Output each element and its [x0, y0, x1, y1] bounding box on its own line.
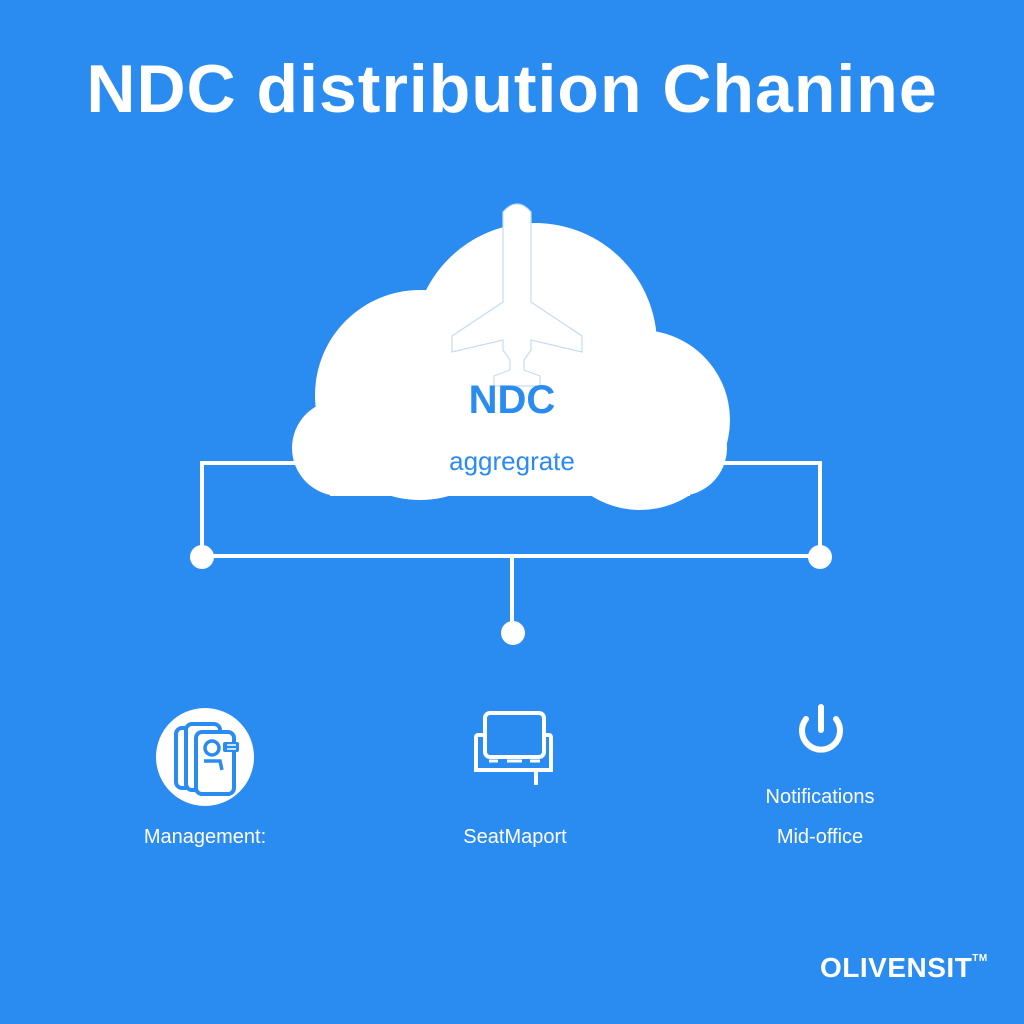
cloud-subheading: aggregrate	[449, 446, 575, 476]
page-title: NDC distribution Chanine	[86, 51, 938, 127]
node-label-seatmaport: SeatMaport	[463, 826, 567, 848]
node-label-management: Management:	[143, 826, 267, 848]
brand-name: OLIVENSIT	[820, 952, 973, 983]
brand-logo: OLIVENSITTM	[820, 952, 988, 984]
user-id-card-icon	[156, 708, 254, 806]
node-label-notifications: Notifications	[765, 786, 875, 808]
power-icon	[799, 704, 843, 753]
trademark-mark: TM	[972, 952, 988, 964]
seat-map-terminal-icon	[474, 711, 553, 785]
node-sublabel-mid-office: Mid-office	[776, 826, 864, 848]
connector-lines	[200, 461, 822, 632]
connector-nodes	[190, 545, 832, 645]
airplane-icon	[451, 203, 583, 387]
cloud-heading: NDC	[468, 378, 556, 422]
